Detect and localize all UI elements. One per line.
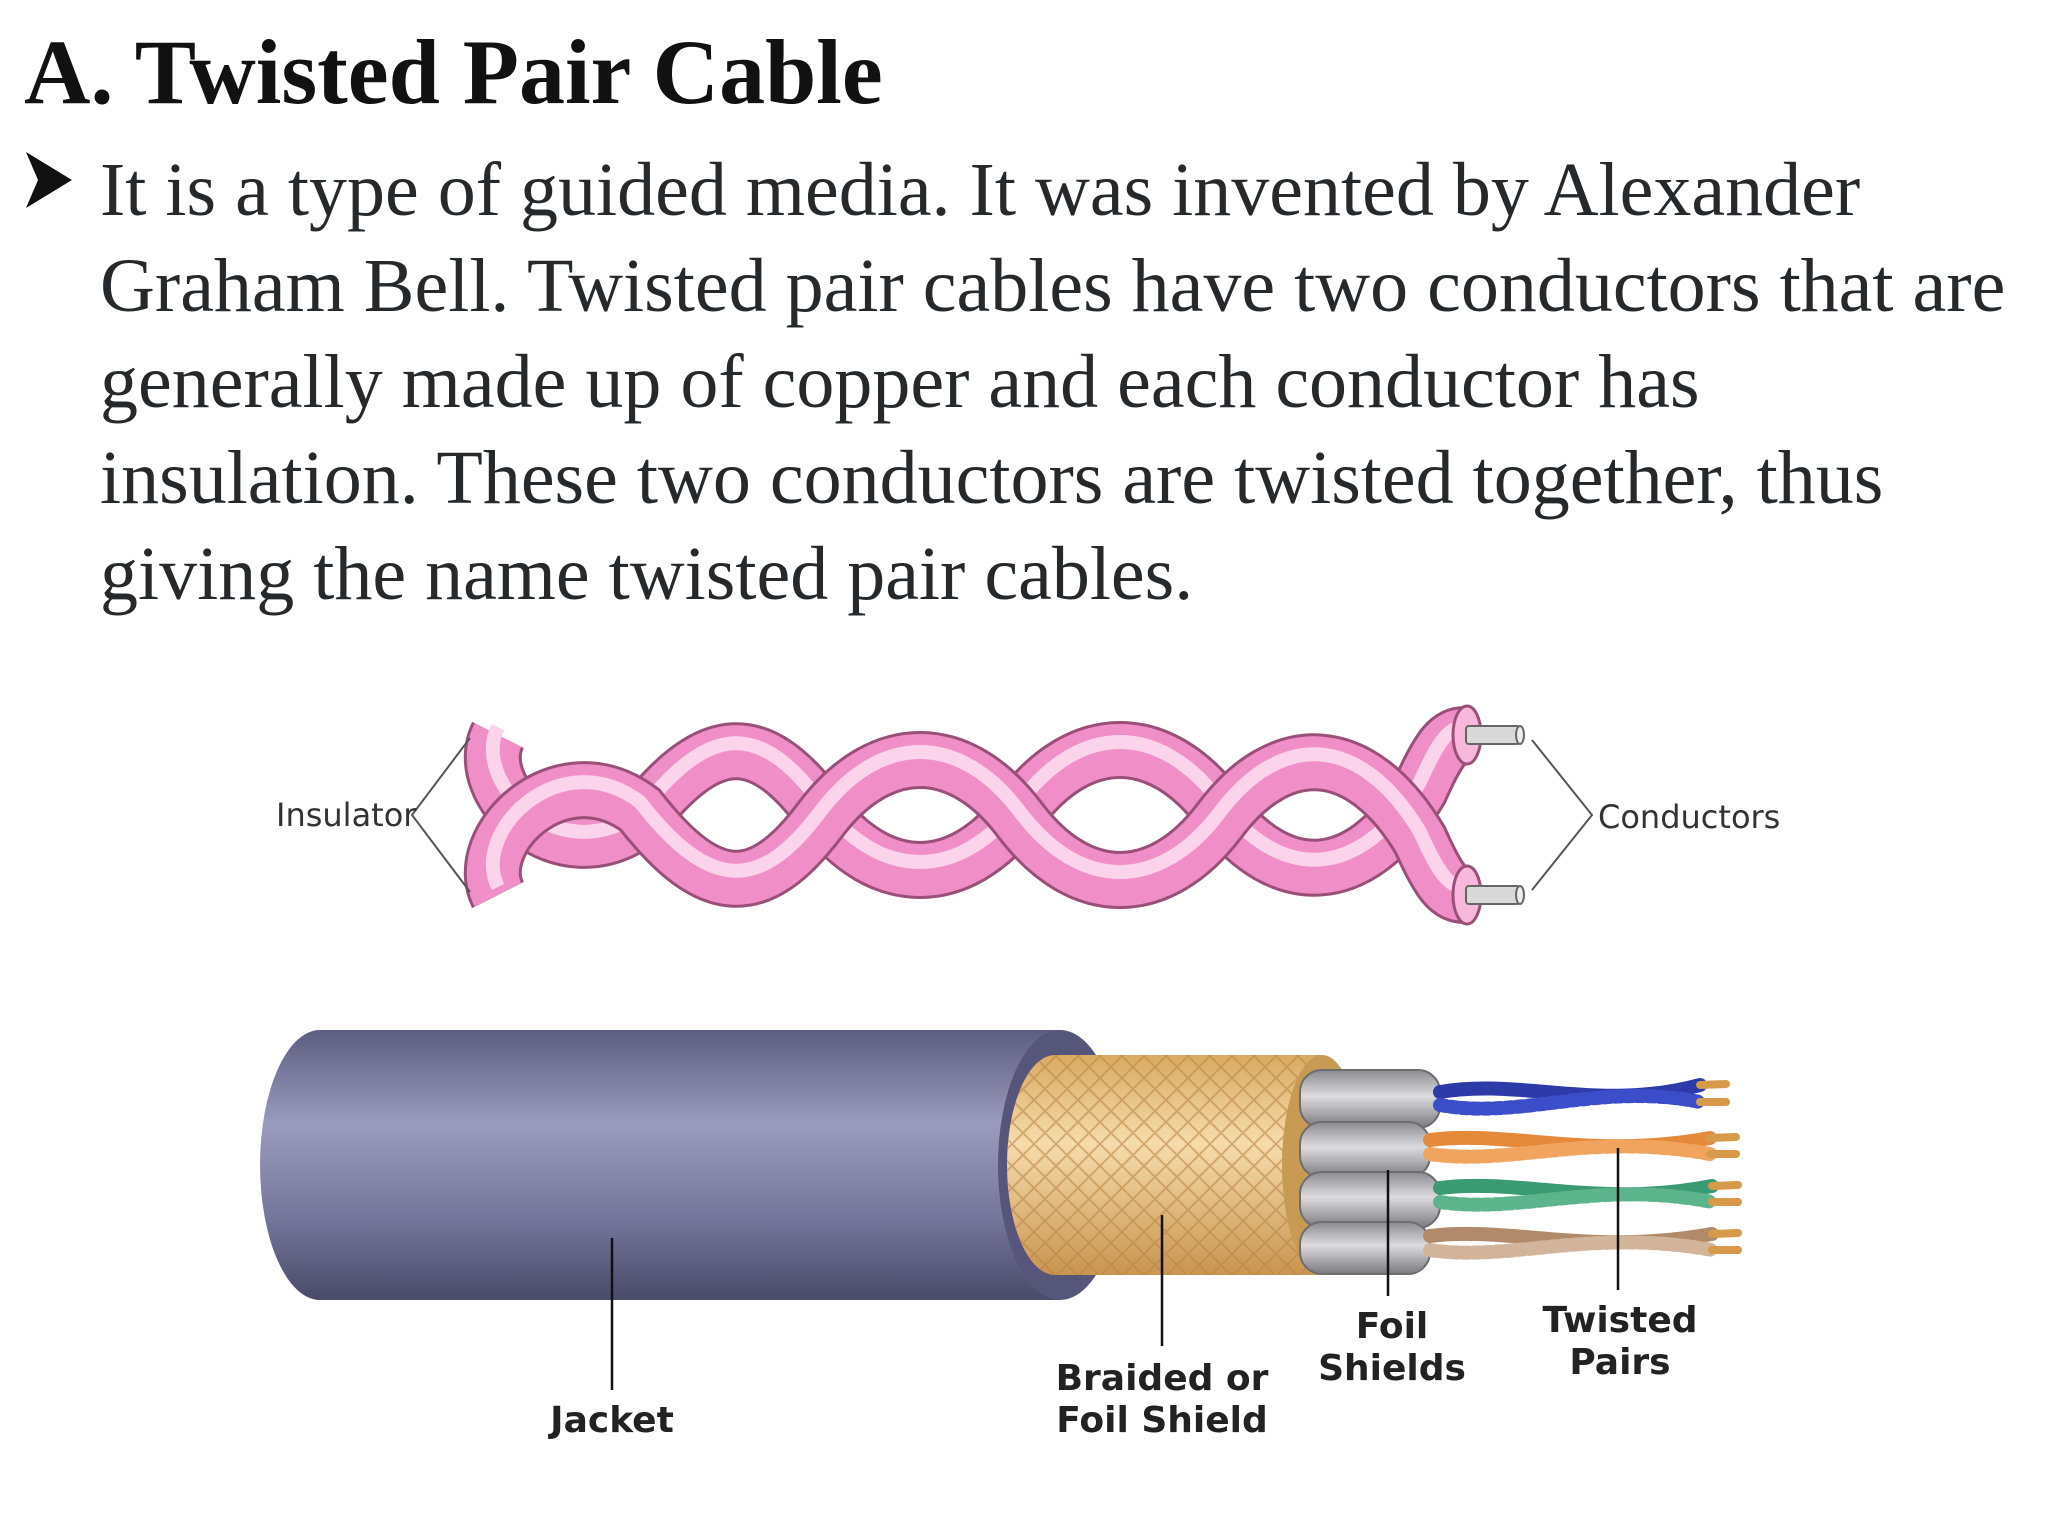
twisted-pair-illustration [463,704,1525,926]
arrowhead-bullet-icon [24,142,100,215]
conductors-bracket [1531,739,1594,891]
copper-tips [1696,1080,1742,1254]
jacket-label: Jacket [547,1400,674,1441]
foil-shields [1299,1069,1441,1275]
shield-label-line2: Foil Shield [1056,1400,1268,1441]
insulator-label: Insulator [276,796,417,834]
foil-label-line2: Shields [1318,1348,1466,1389]
twisted-pairs [1423,1078,1719,1260]
cable-jacket [260,1030,1060,1300]
pairs-label-line1: Twisted [1542,1300,1697,1341]
conductor-top [1465,725,1521,745]
pairs-label-line2: Pairs [1569,1342,1670,1383]
bullet-paragraph: It is a type of guided media. It was inv… [24,142,2014,622]
bullet-text: It is a type of guided media. It was inv… [100,148,2006,616]
slide-title: A. Twisted Pair Cable [24,21,883,123]
insulator-bracket [410,737,471,893]
shielded-cable-illustration [260,1030,1742,1300]
foil-label-line1: Foil [1356,1306,1429,1347]
conductors-label: Conductors [1598,798,1780,836]
conductor-bottom [1465,885,1521,905]
shield-label-line1: Braided or [1056,1358,1269,1399]
